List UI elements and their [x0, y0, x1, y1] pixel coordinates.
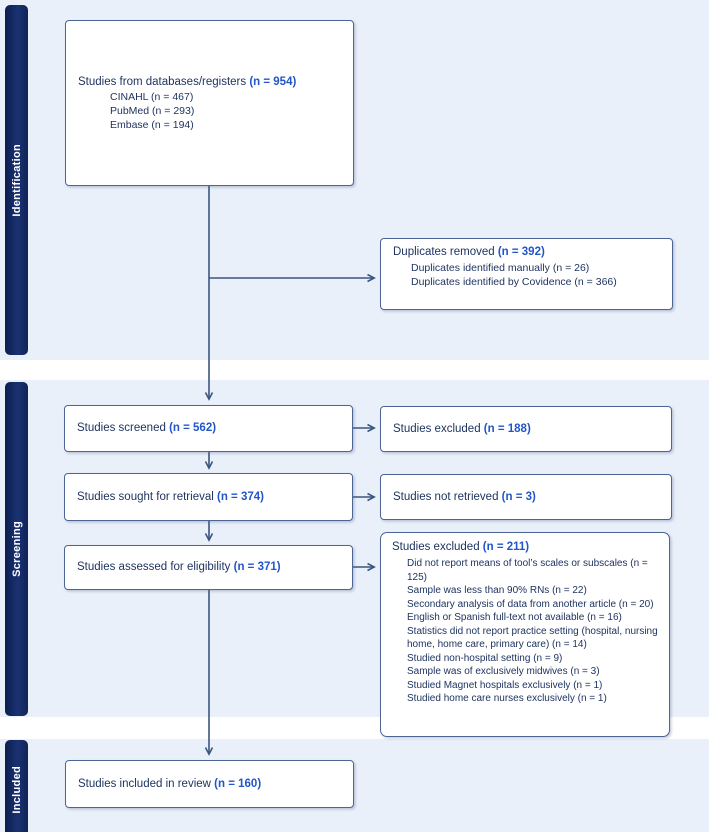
identification-stage-label: Identification — [10, 143, 23, 217]
excluded-eligibility-count: (n = 211) — [482, 541, 530, 553]
identification-stage-bar: Identification — [5, 5, 28, 355]
studies-excluded-screening-box: Studies excluded (n = 188) — [380, 406, 672, 452]
exclusion-reason-item: Studied Magnet hospitals exclusively (n … — [407, 679, 603, 691]
databases-count: (n = 954) — [249, 75, 297, 88]
database-item-cinahl: CINAHL (n = 467) — [110, 90, 194, 103]
duplicates-item-manual: Duplicates identified manually (n = 26) — [411, 262, 590, 274]
databases-sub-list: CINAHL (n = 467) PubMed (n = 293) Embase… — [78, 90, 343, 132]
included-stage-bar: Included — [5, 740, 28, 832]
screened-title-text: Studies screened — [77, 422, 170, 434]
sought-count: (n = 374) — [217, 490, 264, 503]
not-retrieved-title-text: Studies not retrieved — [393, 490, 502, 503]
sought-box-title: Studies sought for retrieval (n = 374) — [77, 490, 342, 505]
assessed-title-text: Studies assessed for eligibility — [77, 561, 234, 573]
screening-stage-label: Screening — [10, 521, 23, 577]
exclusion-reason-item: Statistics did not report practice setti… — [407, 625, 658, 651]
duplicates-box-title: Duplicates removed (n = 392) — [381, 239, 672, 261]
duplicates-count: (n = 392) — [497, 246, 545, 258]
exclusion-reason-item: Studied home care nurses exclusively (n … — [407, 693, 607, 704]
studies-included-box: Studies included in review (n = 160) — [65, 760, 354, 808]
databases-registers-box: Studies from databases/registers (n = 95… — [65, 20, 354, 186]
included-count: (n = 160) — [214, 777, 262, 790]
exclusion-reason-item: Sample was less than 90% RNs (n = 22) — [407, 585, 587, 596]
screened-count: (n = 562) — [169, 422, 217, 434]
databases-box-title: Studies from databases/registers (n = 95… — [78, 75, 343, 90]
excluded-eligibility-title-text: Studies excluded — [392, 541, 483, 553]
database-item-embase: Embase (n = 194) — [110, 118, 194, 131]
excluded-screening-title: Studies excluded (n = 188) — [393, 422, 661, 437]
assessed-box-title: Studies assessed for eligibility (n = 37… — [77, 560, 342, 575]
duplicates-item-covidence: Duplicates identified by Covidence (n = … — [411, 276, 617, 288]
included-box-title: Studies included in review (n = 160) — [78, 777, 343, 792]
duplicates-removed-box: Duplicates removed (n = 392) Duplicates … — [380, 238, 673, 310]
database-item-pubmed: PubMed (n = 293) — [110, 104, 195, 117]
included-stage-label: Included — [10, 766, 23, 814]
studies-excluded-eligibility-box: Studies excluded (n = 211) Did not repor… — [380, 532, 670, 737]
not-retrieved-count: (n = 3) — [501, 490, 536, 503]
studies-assessed-box: Studies assessed for eligibility (n = 37… — [64, 545, 353, 590]
excluded-screening-count: (n = 188) — [483, 422, 531, 435]
screened-box-title: Studies screened (n = 562) — [77, 421, 342, 436]
exclusion-reason-item: Did not report means of tool’s scales or… — [407, 558, 648, 583]
duplicates-title-text: Duplicates removed — [393, 246, 498, 258]
studies-not-retrieved-box: Studies not retrieved (n = 3) — [380, 474, 672, 520]
excluded-eligibility-title: Studies excluded (n = 211) — [381, 533, 669, 556]
sought-title-text: Studies sought for retrieval — [77, 490, 217, 503]
databases-title-text: Studies from databases/registers — [78, 75, 250, 88]
exclusion-reason-list: Did not report means of tool’s scales or… — [381, 556, 669, 706]
exclusion-reason-item: English or Spanish full-text not availab… — [407, 612, 622, 623]
exclusion-reason-item: Studied non-hospital setting (n = 9) — [407, 652, 563, 664]
duplicates-sub-list: Duplicates identified manually (n = 26) … — [381, 261, 672, 289]
screening-stage-bar: Screening — [5, 382, 28, 716]
studies-sought-box: Studies sought for retrieval (n = 374) — [64, 473, 353, 521]
studies-screened-box: Studies screened (n = 562) — [64, 405, 353, 452]
excluded-screening-title-text: Studies excluded — [393, 422, 484, 435]
exclusion-reason-item: Secondary analysis of data from another … — [407, 598, 654, 610]
not-retrieved-title: Studies not retrieved (n = 3) — [393, 490, 661, 505]
exclusion-reason-item: Sample was of exclusively midwives (n = … — [407, 666, 600, 677]
included-title-text: Studies included in review — [78, 777, 215, 790]
assessed-count: (n = 371) — [233, 561, 281, 573]
